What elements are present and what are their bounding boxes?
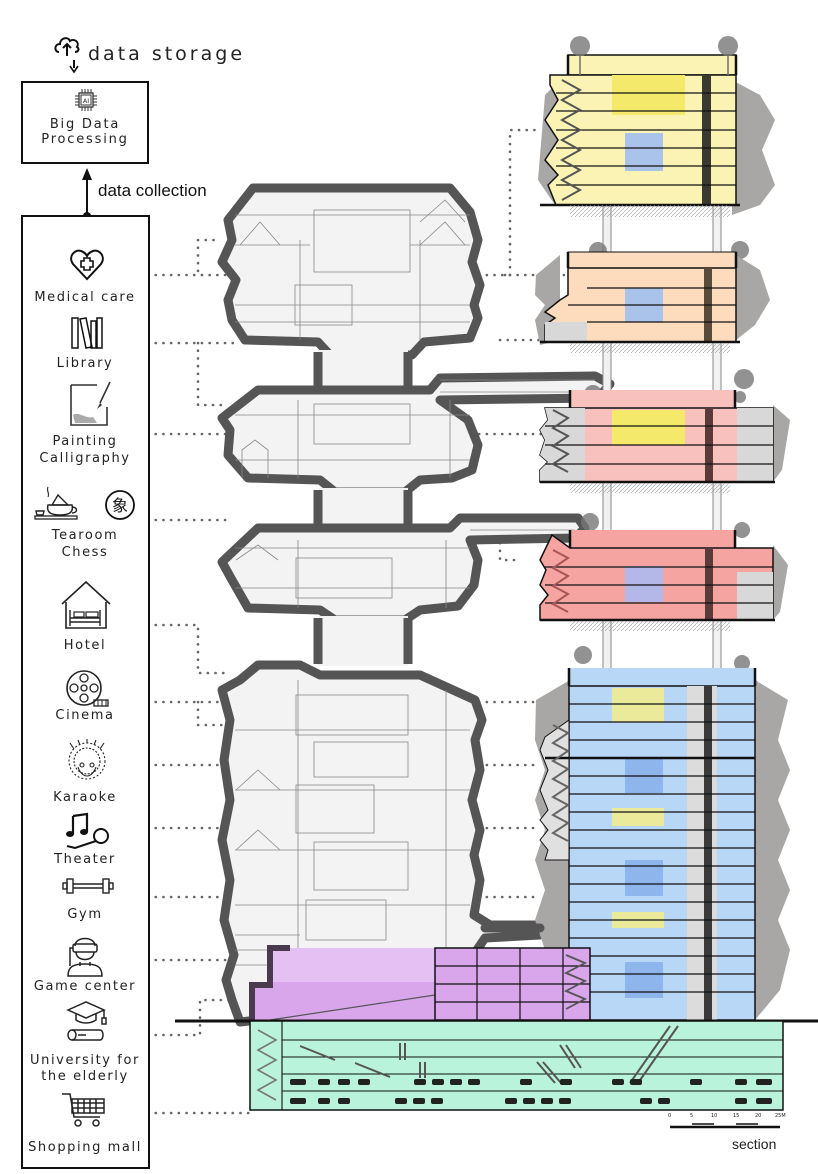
legend-karaoke: Karaoke: [53, 790, 117, 805]
svg-text:象: 象: [112, 496, 128, 515]
legend-shopping-mall: Shopping mall: [28, 1140, 142, 1155]
graduation-cap-icon: [64, 1000, 110, 1044]
podium-purple: [249, 923, 591, 1021]
chess-piece-icon: 象: [104, 489, 136, 521]
module-red: [539, 530, 788, 631]
legend-calligraphy: Calligraphy: [39, 451, 131, 466]
section-label: section: [732, 1136, 777, 1152]
legend-medical-care: Medical care: [34, 290, 136, 305]
big-data-processing-box: AI Big Data Processing: [21, 81, 149, 164]
scale-tick-0: 0: [668, 1113, 672, 1119]
massing-volumes: [217, 183, 615, 1027]
parked-cars: [290, 1079, 772, 1104]
legend-gym: Gym: [67, 907, 103, 922]
teapot-icon: [34, 485, 80, 521]
big-data-line1: Big Data: [49, 117, 121, 132]
music-mic-icon: [65, 812, 111, 850]
massing-lower: [217, 660, 545, 1027]
scale-tick-5: 5: [690, 1113, 694, 1119]
function-legend: [21, 215, 150, 1169]
legend-tearoom: Tearoom: [51, 528, 119, 543]
scale-bar: [670, 1123, 780, 1129]
heart-cross-icon: [69, 247, 105, 281]
legend-hotel: Hotel: [63, 638, 107, 653]
massing-third: [217, 513, 590, 625]
books-icon: [70, 316, 104, 350]
film-reel-icon: [64, 668, 114, 708]
data-storage-label: data storage: [88, 43, 246, 65]
tower-blue: [535, 668, 790, 1021]
legend-university-line1: University for: [30, 1053, 140, 1068]
scale-tick-15: 15: [733, 1113, 740, 1119]
massing-second: [217, 371, 615, 497]
opera-mask-icon: [64, 739, 110, 785]
module-top-yellow: [538, 54, 775, 217]
legend-theater: Theater: [54, 852, 116, 867]
legend-university-line2: the elderly: [41, 1069, 129, 1084]
legend-painting: Painting: [52, 434, 118, 449]
shopping-cart-icon: [60, 1091, 106, 1131]
legend-game-center: Game center: [33, 979, 137, 994]
legend-cinema: Cinema: [55, 708, 115, 723]
scale-tick-20: 20: [755, 1113, 762, 1119]
data-collection-label: data collection: [98, 181, 207, 200]
basement-mint: [249, 1020, 784, 1111]
vr-person-icon: [64, 934, 106, 978]
ai-chip-icon: AI: [74, 88, 98, 112]
svg-text:AI: AI: [83, 97, 89, 105]
module-pink: [539, 390, 790, 493]
cloud-upload-icon: [52, 30, 82, 60]
big-data-line2: Processing: [41, 132, 129, 147]
hotel-bed-icon: [60, 580, 112, 630]
legend-library: Library: [56, 356, 114, 371]
dumbbell-icon: [61, 875, 115, 897]
massing-upper: [217, 183, 485, 360]
legend-chess: Chess: [61, 545, 109, 560]
scale-tick-10: 10: [711, 1113, 718, 1119]
module-orange: [535, 251, 770, 353]
scale-tick-25m: 25M: [775, 1113, 786, 1119]
painting-brush-icon: [67, 381, 111, 427]
